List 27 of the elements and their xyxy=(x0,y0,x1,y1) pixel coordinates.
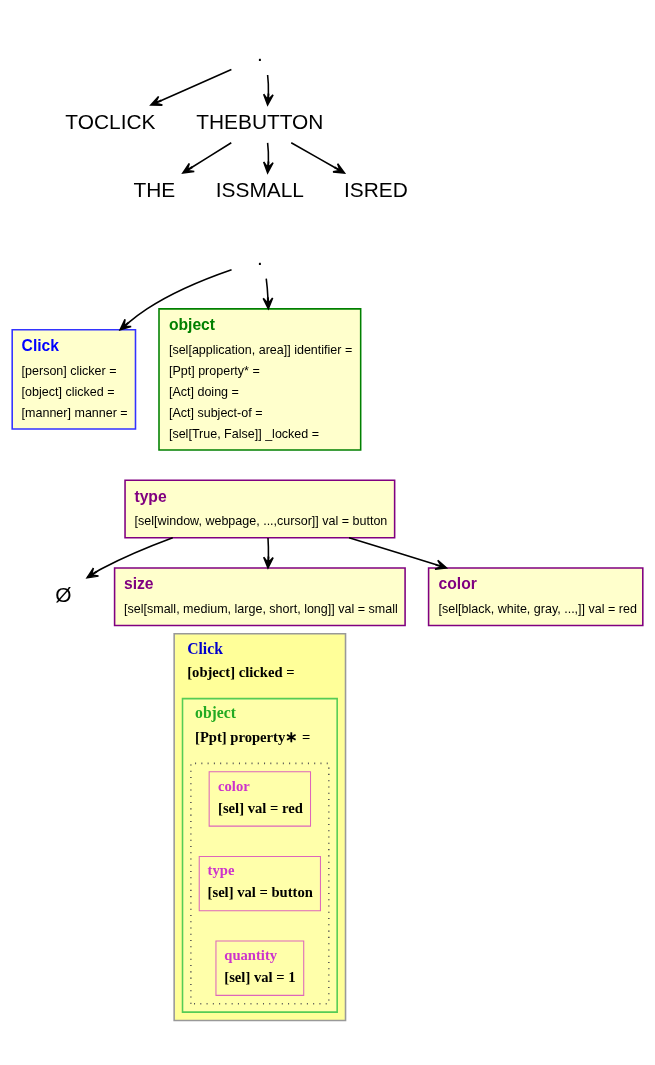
node-text: . xyxy=(256,41,263,65)
arrow xyxy=(290,141,346,174)
node-text: Ø xyxy=(55,582,72,606)
node-text: ISRED xyxy=(343,177,408,201)
arrow xyxy=(182,141,233,174)
cluster xyxy=(190,762,330,1005)
arrow xyxy=(150,68,233,106)
node-box: quantity [sel] val = 1 xyxy=(215,940,305,996)
node-text: ISSMALL xyxy=(215,177,304,201)
node-text: THEBUTTON xyxy=(196,109,324,133)
node-box: color [sel] val = red xyxy=(208,770,312,827)
node-text: TOCLICK xyxy=(65,109,156,133)
arrow xyxy=(262,73,274,106)
arrow xyxy=(119,268,233,331)
arrow xyxy=(262,536,274,569)
node-box: type [sel] val = button xyxy=(198,855,321,911)
arrow xyxy=(86,536,174,578)
node-box: Click [person] clicker = [object] clicked = [manner] manner = xyxy=(11,328,137,430)
arrow xyxy=(348,536,448,570)
arrow xyxy=(262,277,274,309)
node-box: size [sel[small, medium, large, short, long]] val = small xyxy=(113,566,406,626)
arrow xyxy=(262,141,274,174)
node-text: THE xyxy=(133,177,176,201)
node-text: . xyxy=(256,245,263,269)
node-box: type [sel[window, webpage, ...,cursor]] val = button xyxy=(124,478,396,538)
node-box: color [sel[black, white, gray, ...,]] val = red xyxy=(427,566,644,626)
node-box: object [sel[application, area]] identifier = [Ppt] property* = [Act] doing = [Act] subject-of = [sel[True, False]] _locked = xyxy=(158,307,362,451)
